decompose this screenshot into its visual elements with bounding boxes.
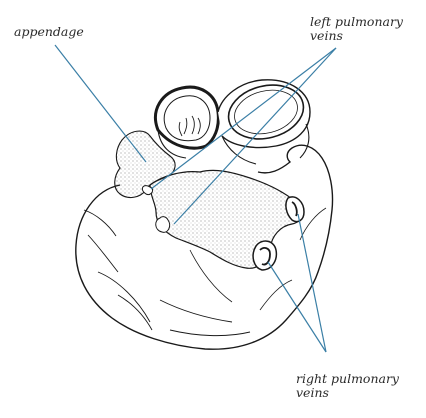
heart-outline [75,144,334,350]
surface-line [259,279,293,311]
surface-line [299,207,327,241]
label-appendage: appendage [14,24,84,39]
surface-line [97,271,151,323]
right-pulmonary-vein-upper [285,196,305,223]
leader-line-right-pv-lower [267,261,327,353]
label-right-pulmonary-veins: right pulmonary veins [296,371,399,400]
surface-line [83,209,117,237]
leader-line-left-pv-upper [150,47,337,190]
pulmonary-trunk [217,79,311,165]
aorta [154,85,220,159]
surface-line [169,329,251,337]
label-left-pulmonary-veins: left pulmonary veins [310,14,403,43]
leader-line-right-pv-upper [297,213,327,353]
surface-line [117,294,153,331]
left-pulmonary-vein-stub [155,216,171,233]
surface-line [87,234,119,273]
leader-line-left-pv-lower [173,47,337,225]
left-pulmonary-vein-stub [141,185,153,195]
surface-line [189,249,233,303]
leader-line-appendage [54,44,147,163]
left-atrium [149,169,303,269]
surface-line [159,299,233,323]
right-pulmonary-vein-lower [252,240,278,271]
